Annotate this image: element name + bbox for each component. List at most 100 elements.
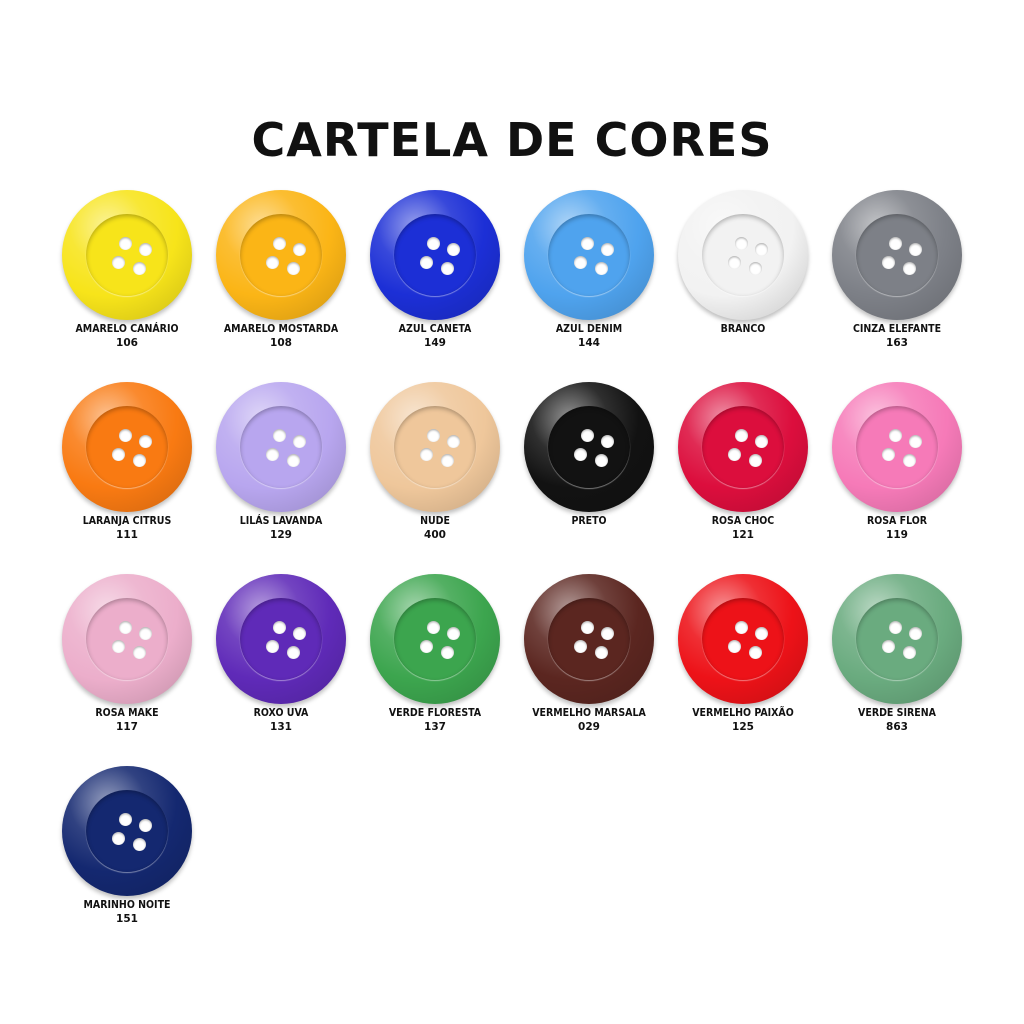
button-icon (370, 574, 500, 704)
button-hole (420, 256, 433, 269)
button-hole (749, 646, 762, 659)
button-hole (903, 646, 916, 659)
button-hole (903, 454, 916, 467)
button-hole (119, 429, 132, 442)
swatch-name: AZUL DENIM (555, 323, 623, 335)
swatch-name: NUDE (420, 515, 450, 527)
button-hole (287, 646, 300, 659)
button-inner-dish (394, 406, 476, 488)
button-hole (447, 435, 460, 448)
button-hole (139, 435, 152, 448)
button-hole (420, 448, 433, 461)
button-hole (139, 627, 152, 640)
button-hole (266, 448, 279, 461)
button-hole (273, 237, 286, 250)
button-icon (62, 382, 192, 512)
swatch-code: 131 (270, 721, 292, 733)
swatch-name: ROSA MAKE (95, 707, 159, 719)
color-swatch: BRANCO (666, 188, 820, 378)
button-hole (601, 243, 614, 256)
button-hole (574, 448, 587, 461)
color-swatch: ROSA CHOC 121 (666, 380, 820, 570)
button-hole (909, 243, 922, 256)
button-inner-dish (548, 214, 630, 296)
button-inner-dish (856, 406, 938, 488)
button-hole (728, 640, 741, 653)
button-hole (112, 448, 125, 461)
button-inner-dish (702, 406, 784, 488)
button-hole (595, 262, 608, 275)
button-hole (447, 627, 460, 640)
button-hole (595, 646, 608, 659)
button-icon (370, 382, 500, 512)
swatch-name: LARANJA CITRUS (82, 515, 172, 527)
swatch-name: ROSA CHOC (711, 515, 775, 527)
button-hole (119, 237, 132, 250)
swatch-name: BRANCO (720, 323, 766, 335)
button-hole (903, 262, 916, 275)
swatch-name: AMARELO MOSTARDA (223, 323, 339, 335)
button-icon (216, 190, 346, 320)
button-hole (447, 243, 460, 256)
button-inner-dish (240, 214, 322, 296)
swatch-code: 121 (732, 529, 754, 541)
button-hole (427, 237, 440, 250)
button-hole (749, 454, 762, 467)
color-swatch: ROSA MAKE 117 (50, 572, 204, 762)
swatch-code: 144 (578, 337, 600, 349)
button-hole (749, 262, 762, 275)
button-hole (601, 435, 614, 448)
color-swatch: PRETO (512, 380, 666, 570)
button-icon (62, 574, 192, 704)
button-hole (293, 435, 306, 448)
button-icon (832, 190, 962, 320)
button-hole (287, 454, 300, 467)
swatch-name: AZUL CANETA (398, 323, 472, 335)
button-hole (273, 621, 286, 634)
swatch-name: VERDE FLORESTA (388, 707, 482, 719)
swatch-name: PRETO (571, 515, 607, 527)
button-hole (139, 819, 152, 832)
swatch-code: 117 (116, 721, 138, 733)
button-hole (595, 454, 608, 467)
button-hole (889, 237, 902, 250)
swatch-code: 163 (886, 337, 908, 349)
button-hole (581, 429, 594, 442)
button-inner-dish (86, 790, 168, 872)
swatch-name: MARINHO NOITE (83, 899, 171, 911)
button-hole (755, 243, 768, 256)
button-hole (427, 429, 440, 442)
button-hole (882, 640, 895, 653)
button-hole (441, 454, 454, 467)
button-inner-dish (86, 598, 168, 680)
swatch-code: 106 (116, 337, 138, 349)
button-hole (735, 429, 748, 442)
button-hole (287, 262, 300, 275)
button-inner-dish (86, 214, 168, 296)
button-icon (370, 190, 500, 320)
button-inner-dish (240, 406, 322, 488)
button-hole (119, 813, 132, 826)
button-hole (889, 429, 902, 442)
button-hole (909, 435, 922, 448)
button-hole (882, 256, 895, 269)
swatch-name: AMARELO CANÁRIO (75, 323, 179, 335)
button-inner-dish (394, 598, 476, 680)
button-hole (882, 448, 895, 461)
button-inner-dish (394, 214, 476, 296)
button-icon (678, 574, 808, 704)
button-icon (832, 574, 962, 704)
swatch-name: ROSA FLOR (866, 515, 928, 527)
button-hole (112, 640, 125, 653)
button-hole (728, 256, 741, 269)
button-icon (524, 190, 654, 320)
